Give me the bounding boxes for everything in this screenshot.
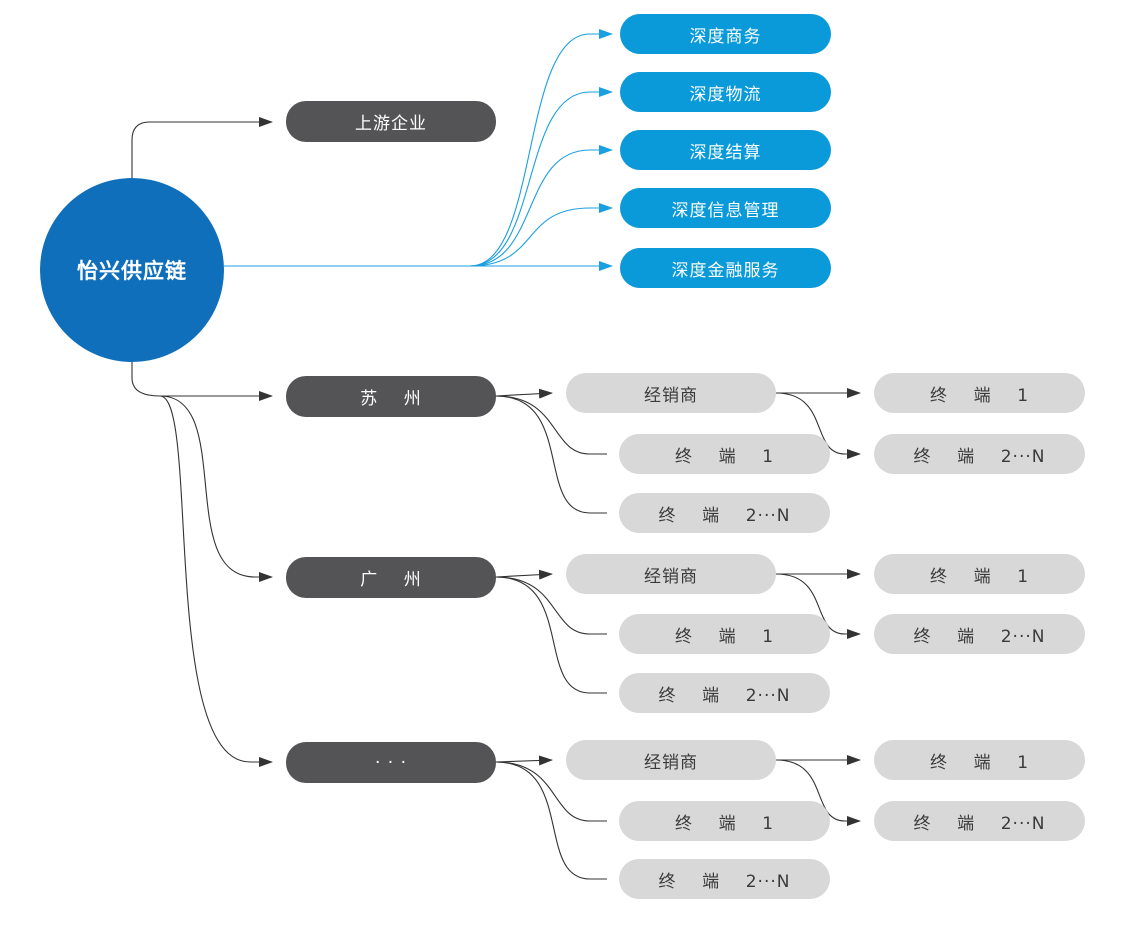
connector-region xyxy=(159,395,273,767)
terminal-node: 终 端 2···N xyxy=(874,614,1085,654)
region-node: · · · xyxy=(286,742,496,783)
connector-service xyxy=(469,87,613,267)
connector-terminal xyxy=(495,761,607,822)
connector-region xyxy=(159,395,273,582)
distributor-node: 经销商 xyxy=(566,554,776,594)
terminal-label: 终 端 2···N xyxy=(658,685,791,706)
terminal-label: 终 端 1 xyxy=(929,752,1030,773)
connector-dist-terminal xyxy=(775,573,861,639)
terminal-label: 终 端 1 xyxy=(674,446,775,467)
connector-terminal xyxy=(495,395,607,514)
upstream-label: 上游企业 xyxy=(355,114,427,134)
connector-distributor xyxy=(495,388,553,399)
terminal-node: 终 端 2···N xyxy=(874,801,1085,841)
region-label: 广 州 xyxy=(360,570,422,590)
terminal-node: 终 端 2···N xyxy=(619,673,830,713)
region-node: 苏 州 xyxy=(286,376,496,417)
center-node: 怡兴供应链 xyxy=(40,178,224,362)
terminal-node: 终 端 1 xyxy=(874,740,1085,780)
terminal-label: 终 端 1 xyxy=(674,626,775,647)
distributor-label: 经销商 xyxy=(644,752,698,773)
connector-terminal xyxy=(495,576,607,635)
terminal-node: 终 端 2···N xyxy=(619,859,830,899)
distributor-label: 经销商 xyxy=(644,385,698,406)
distributor-node: 经销商 xyxy=(566,373,776,413)
connector-distributor xyxy=(495,569,553,580)
region-label: 苏 州 xyxy=(360,389,422,409)
connector-service xyxy=(469,203,613,267)
terminal-label: 终 端 2···N xyxy=(913,446,1046,467)
service-label: 深度物流 xyxy=(689,84,762,105)
terminal-node: 终 端 2···N xyxy=(874,434,1085,474)
terminal-node: 终 端 1 xyxy=(874,554,1085,594)
terminal-label: 终 端 2···N xyxy=(913,813,1046,834)
connector-terminal xyxy=(495,395,607,455)
service-node: 深度商务 xyxy=(620,14,831,54)
terminal-label: 终 端 1 xyxy=(929,566,1030,587)
connector-distributor xyxy=(495,755,553,766)
terminal-node: 终 端 1 xyxy=(874,373,1085,413)
distributor-node: 经销商 xyxy=(566,740,776,780)
service-node: 深度金融服务 xyxy=(620,248,831,288)
connector-terminal xyxy=(495,761,607,880)
upstream-node: 上游企业 xyxy=(286,101,496,142)
service-label: 深度结算 xyxy=(689,142,762,163)
connector-dist-terminal xyxy=(775,759,861,826)
service-node: 深度信息管理 xyxy=(620,188,831,228)
service-node: 深度结算 xyxy=(620,130,831,170)
connector-service xyxy=(469,29,613,267)
service-label: 深度信息管理 xyxy=(671,200,780,221)
terminal-node: 终 端 2···N xyxy=(619,493,830,533)
distributor-label: 经销商 xyxy=(644,566,698,587)
terminal-label: 终 端 2···N xyxy=(913,626,1046,647)
region-node: 广 州 xyxy=(286,557,496,598)
region-label: · · · xyxy=(374,752,408,773)
terminal-label: 终 端 2···N xyxy=(658,505,791,526)
terminal-node: 终 端 1 xyxy=(619,434,830,474)
terminal-label: 终 端 2···N xyxy=(658,871,791,892)
terminal-label: 终 端 1 xyxy=(929,385,1030,406)
service-label: 深度金融服务 xyxy=(671,260,780,281)
terminal-node: 终 端 1 xyxy=(619,614,830,654)
terminal-node: 终 端 1 xyxy=(619,801,830,841)
center-label: 怡兴供应链 xyxy=(77,259,187,283)
connector-region xyxy=(131,362,273,401)
service-node: 深度物流 xyxy=(620,72,831,112)
service-label: 深度商务 xyxy=(689,26,762,47)
terminal-label: 终 端 1 xyxy=(674,813,775,834)
connector-terminal xyxy=(495,576,607,694)
connector-service xyxy=(469,145,613,267)
connector-upstream xyxy=(131,117,273,180)
connector-dist-terminal xyxy=(775,392,861,459)
